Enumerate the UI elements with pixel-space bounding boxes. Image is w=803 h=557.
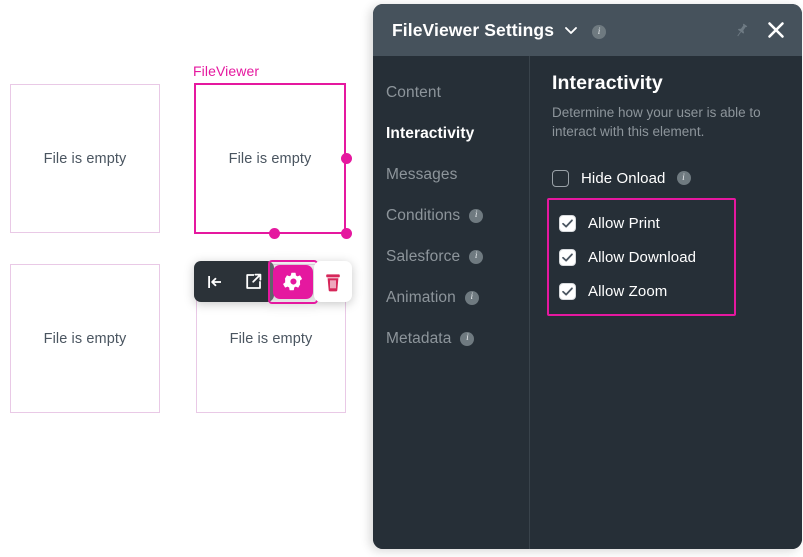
- empty-file-text: File is empty: [43, 150, 127, 167]
- sidebar-item-animation[interactable]: Animation i: [386, 277, 529, 318]
- panel-header[interactable]: FileViewer Settings i: [373, 4, 802, 56]
- nav-label: Content: [386, 83, 441, 101]
- fileviewer-element[interactable]: File is empty: [10, 84, 160, 233]
- nav-label: Interactivity: [386, 124, 475, 142]
- info-icon[interactable]: i: [676, 171, 691, 186]
- gear-icon: [282, 272, 302, 291]
- collapse-left-icon: [208, 275, 221, 288]
- checkmark-icon: [562, 219, 573, 228]
- checkbox-allow-download[interactable]: [559, 248, 576, 266]
- pin-icon[interactable]: [732, 21, 751, 40]
- toolbar-dark-group: [194, 261, 274, 302]
- sidebar-item-content[interactable]: Content: [386, 72, 529, 113]
- sidebar-item-messages[interactable]: Messages: [386, 154, 529, 195]
- panel-title-info-icon[interactable]: i: [592, 21, 607, 40]
- checkbox-label: Hide Onload: [581, 169, 666, 187]
- checkbox-allow-zoom[interactable]: [559, 282, 576, 300]
- sidebar-item-interactivity[interactable]: Interactivity: [386, 113, 529, 154]
- checkbox-label: Allow Zoom: [588, 282, 668, 300]
- sidebar-item-conditions[interactable]: Conditions i: [386, 195, 529, 236]
- checkmark-icon: [562, 287, 573, 296]
- highlighted-options-group: Allow Print Allow Download: [547, 198, 736, 317]
- checkbox-label: Allow Download: [588, 248, 697, 266]
- info-icon[interactable]: i: [460, 331, 475, 346]
- open-external-icon: [245, 273, 261, 289]
- checkmark-icon: [562, 253, 573, 262]
- panel-body: Content Interactivity Messages Condition…: [373, 56, 802, 549]
- empty-file-text: File is empty: [43, 330, 127, 347]
- selected-element-label: FileViewer: [193, 63, 260, 79]
- panel-content: Interactivity Determine how your user is…: [530, 56, 802, 549]
- checkbox-allow-print[interactable]: [559, 214, 576, 232]
- element-toolbar[interactable]: [194, 259, 352, 304]
- sidebar-item-metadata[interactable]: Metadata i: [386, 318, 529, 359]
- chevron-down-icon[interactable]: [563, 22, 579, 38]
- trash-icon: [326, 273, 340, 291]
- nav-label: Messages: [386, 165, 458, 183]
- settings-gear-button[interactable]: [273, 264, 313, 299]
- collapse-left-button[interactable]: [201, 268, 229, 296]
- checkbox-hide-onload[interactable]: [552, 169, 569, 187]
- panel-nav[interactable]: Content Interactivity Messages Condition…: [373, 56, 530, 549]
- info-icon[interactable]: i: [464, 290, 479, 305]
- panel-title: FileViewer Settings: [392, 19, 555, 40]
- empty-file-text: File is empty: [228, 150, 312, 167]
- checkbox-row-allow-print[interactable]: Allow Print: [559, 206, 724, 240]
- section-title: Interactivity: [552, 72, 663, 94]
- fileviewer-element[interactable]: File is empty: [10, 264, 160, 413]
- delete-button[interactable]: [314, 261, 352, 302]
- resize-handle-bottom[interactable]: [269, 228, 280, 239]
- nav-label: Salesforce: [386, 247, 461, 265]
- checkbox-row-allow-zoom[interactable]: Allow Zoom: [559, 274, 724, 308]
- open-external-button[interactable]: [239, 268, 267, 296]
- resize-handle-right[interactable]: [341, 153, 352, 164]
- fileviewer-element-selected[interactable]: File is empty: [194, 83, 346, 234]
- checkbox-row-hide-onload[interactable]: Hide Onload i: [552, 161, 784, 195]
- gear-button-highlight: [268, 259, 318, 304]
- checkbox-label: Allow Print: [588, 214, 660, 232]
- settings-panel[interactable]: FileViewer Settings i: [373, 4, 802, 549]
- empty-file-text: File is empty: [229, 330, 313, 347]
- close-icon[interactable]: [765, 19, 787, 41]
- nav-label: Metadata: [386, 329, 452, 347]
- nav-label: Conditions: [386, 206, 461, 224]
- section-description: Determine how your user is able to inter…: [552, 105, 761, 139]
- info-icon[interactable]: i: [469, 249, 484, 264]
- sidebar-item-salesforce[interactable]: Salesforce i: [386, 236, 529, 277]
- nav-label: Animation: [386, 288, 456, 306]
- checkbox-row-allow-download[interactable]: Allow Download: [559, 240, 724, 274]
- info-icon[interactable]: i: [469, 208, 484, 223]
- resize-handle-corner[interactable]: [341, 228, 352, 239]
